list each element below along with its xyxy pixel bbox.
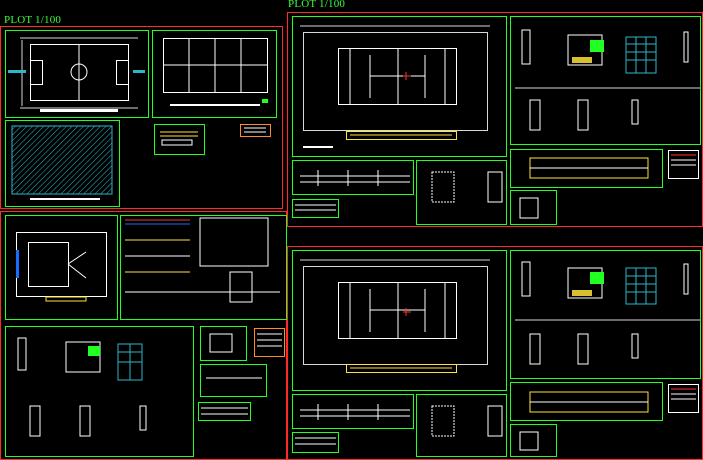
viewport-footing-top (416, 160, 507, 225)
viewport-details-top (510, 16, 701, 145)
tennis-court-top (300, 25, 490, 131)
viewport-section-strip-top (292, 160, 414, 195)
title-bar-football (40, 109, 118, 112)
sheet-border-bottom-left (0, 211, 287, 460)
viewport-details-bottom (510, 250, 701, 379)
plot-label-left: PLOT 1/100 (4, 14, 62, 26)
sheet-border-top-left (0, 26, 283, 209)
legend-table-top (668, 150, 699, 179)
viewport-football-field (5, 30, 149, 118)
plot-label-right: PLOT 1/100 (288, 0, 346, 10)
tennis-court-bottom (300, 259, 490, 365)
viewport-hatched-slab (5, 120, 120, 207)
football-field-plan (20, 37, 138, 109)
viewport-detail-small (154, 124, 205, 155)
viewport-grid-plan (152, 30, 277, 118)
viewport-court-plan-top (292, 16, 507, 157)
grid-plan (163, 38, 268, 93)
viewport-elevation-left (120, 215, 287, 320)
sheet-border-bottom-right (287, 246, 703, 460)
viewport-court-plan-bottom (292, 250, 507, 391)
goal-right (133, 70, 145, 73)
viewport-mini-a (200, 326, 247, 361)
legend-table-bottom (668, 384, 699, 413)
viewport-mini-b (200, 364, 267, 397)
viewport-small-detail-bottom (510, 424, 557, 457)
field-label-band-top (346, 131, 457, 140)
viewport-section-strip-bottom (292, 394, 414, 429)
field-label-band-bottom (346, 364, 457, 373)
viewport-small-detail-top (510, 190, 557, 225)
viewport-table-bottom (292, 432, 339, 453)
legend-bottom-left (254, 328, 285, 357)
title-bar-grid (170, 104, 260, 106)
goal-left (8, 70, 26, 73)
viewport-details-left (5, 326, 194, 457)
legend-small (240, 124, 271, 137)
viewport-table-top (292, 199, 339, 218)
viewport-table-left (198, 402, 251, 421)
viewport-court-plan-left (5, 215, 118, 320)
hatched-slab (11, 125, 113, 195)
viewport-footing-bottom (416, 394, 507, 457)
viewport-fence-top (510, 149, 663, 188)
viewport-fence-bottom (510, 382, 663, 421)
